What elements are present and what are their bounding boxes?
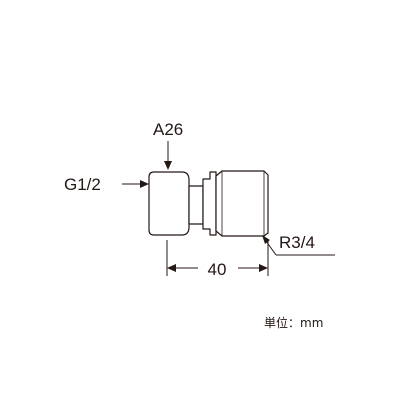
- dimension-40-label: 40: [208, 260, 227, 279]
- arrow-a26: [164, 141, 172, 170]
- fitting-neck: [188, 185, 204, 225]
- label-a26: A26: [153, 120, 183, 139]
- hex-nut: [148, 171, 190, 236]
- label-g1-2: G1/2: [64, 175, 101, 194]
- fitting-body: [148, 170, 269, 237]
- dimension-40: [166, 240, 269, 276]
- unit-note: 単位：mm: [264, 315, 323, 330]
- fitting-shoulder: [202, 171, 217, 236]
- male-thread-end: [215, 170, 269, 237]
- label-r3-4: R3/4: [279, 233, 315, 252]
- arrow-g1-2: [122, 180, 149, 188]
